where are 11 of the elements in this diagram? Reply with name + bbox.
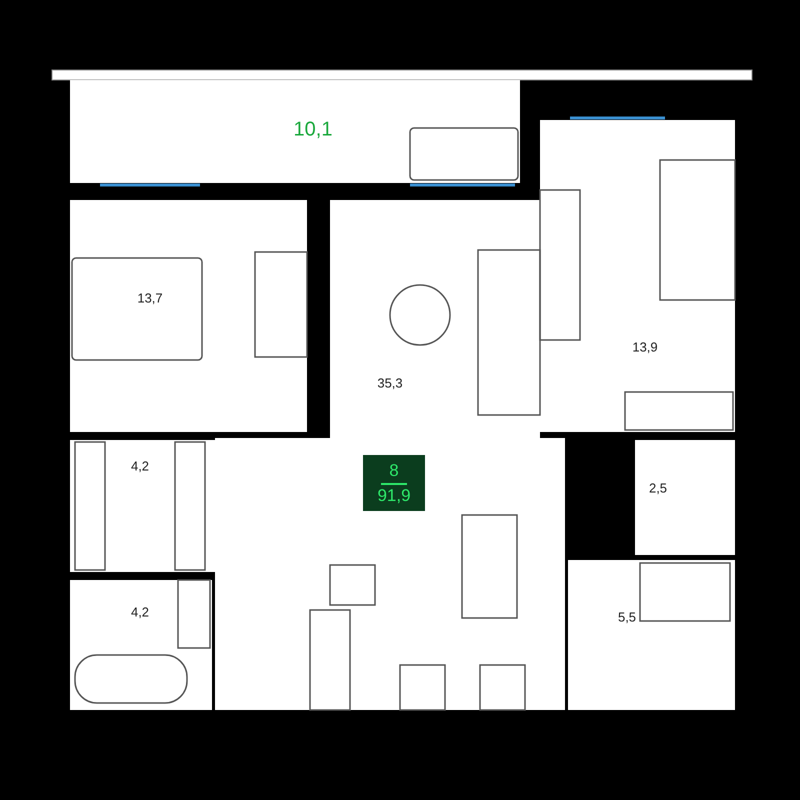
room-area: 10,1	[294, 118, 332, 142]
room-area: 2,5	[648, 480, 668, 496]
room-area: 5,5	[618, 610, 636, 624]
room-area: 13,9	[632, 340, 658, 354]
room-area: 35,3	[377, 376, 403, 390]
room-area: 4,2	[130, 458, 150, 474]
room-area: 13,7	[137, 290, 163, 306]
room-count: 8	[381, 460, 407, 484]
apartment-badge	[363, 455, 425, 511]
total-area: 91,9	[377, 484, 411, 506]
room-area: 4,2	[130, 604, 150, 620]
